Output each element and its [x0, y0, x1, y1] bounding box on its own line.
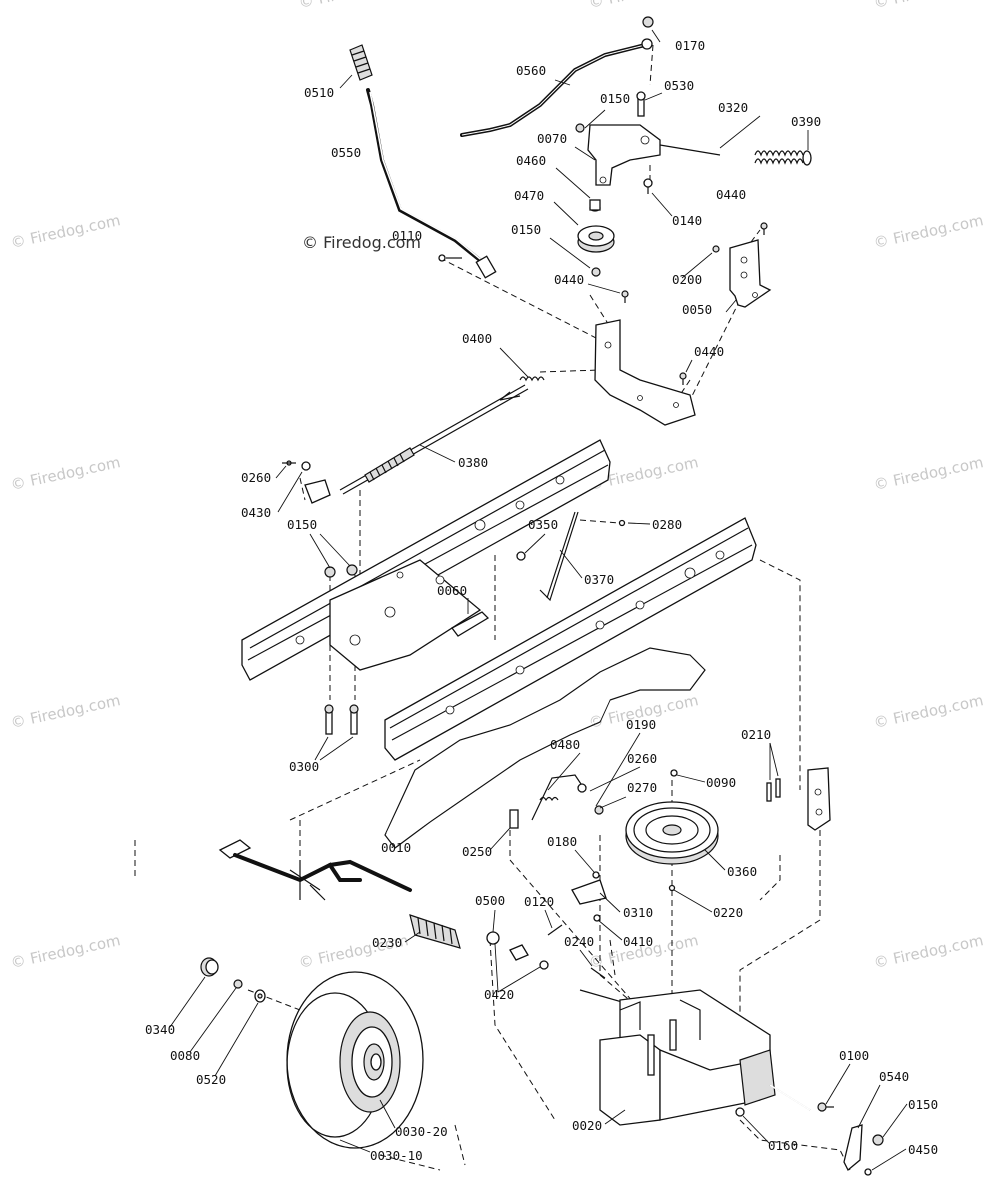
- part-label-0280: 0280: [652, 517, 682, 532]
- part-label-0170: 0170: [675, 38, 705, 53]
- bellcrank-0070: [575, 91, 812, 186]
- part-label-0140: 0140: [672, 213, 702, 228]
- leader-lines: [169, 29, 908, 1171]
- watermark-layer: © Firedog.com © Firedog.com © Firedog.com ©…: [9, 0, 985, 972]
- watermark-text: © Firedog.com: [872, 0, 985, 12]
- part-label-0370: 0370: [584, 572, 614, 587]
- bolts-0300: [324, 704, 359, 735]
- part-label-0100: 0100: [839, 1048, 869, 1063]
- part-label-0440: 0440: [694, 344, 724, 359]
- mount-plate: [594, 290, 696, 426]
- spring-on-rod: [364, 447, 415, 483]
- watermark-text: © Firedog.com: [9, 453, 122, 494]
- part-label-0260: 0260: [627, 751, 657, 766]
- part-label-0530: 0530: [664, 78, 694, 93]
- part-label-0360: 0360: [727, 864, 757, 879]
- drive-belt-0010: [384, 647, 706, 849]
- part-label-0460: 0460: [516, 153, 546, 168]
- part-label-0010: 0010: [381, 840, 411, 855]
- part-label-0390: 0390: [791, 114, 821, 129]
- pedal-grip-0230: [409, 914, 461, 949]
- watermark-text: © Firedog.com: [297, 0, 410, 12]
- idler-pulley-0470: [577, 178, 653, 277]
- part-label-0550: 0550: [331, 145, 361, 160]
- part-label-0420: 0420: [484, 987, 514, 1002]
- copyright-stamp: © Firedog.com: [302, 233, 421, 252]
- part-label-0090: 0090: [706, 775, 736, 790]
- bracket-0050: [712, 222, 772, 308]
- part-label-0440: 0440: [716, 187, 746, 202]
- watermark-text: © Firedog.com: [587, 0, 700, 12]
- watermark-text: © Firedog.com: [872, 931, 985, 972]
- part-label-0380: 0380: [458, 455, 488, 470]
- part-label-0410: 0410: [623, 934, 653, 949]
- rod-0560: [460, 16, 654, 137]
- pulley-0360: [625, 769, 719, 865]
- part-label-0430: 0430: [241, 505, 271, 520]
- part-label-0240: 0240: [564, 934, 594, 949]
- part-label-0060: 0060: [437, 583, 467, 598]
- part-label-0080: 0080: [170, 1048, 200, 1063]
- part-label-0030-20: 0030-20: [395, 1124, 448, 1139]
- small-parts-mid: [451, 511, 626, 637]
- part-label-0450: 0450: [908, 1142, 938, 1157]
- part-label-0440: 0440: [554, 272, 584, 287]
- wheel-0030: [286, 971, 424, 1149]
- part-label-0270: 0270: [627, 780, 657, 795]
- watermark-text: © Firedog.com: [9, 931, 122, 972]
- part-label-0030-10: 0030-10: [370, 1148, 423, 1163]
- part-label-0560: 0560: [516, 63, 546, 78]
- shift-lever-assembly: [349, 44, 497, 279]
- part-label-0120: 0120: [524, 894, 554, 909]
- small-brackets: [486, 871, 676, 979]
- part-label-0200: 0200: [672, 272, 702, 287]
- part-label-0050: 0050: [682, 302, 712, 317]
- watermark-text: © Firedog.com: [872, 211, 985, 252]
- part-label-0300: 0300: [289, 759, 319, 774]
- watermark-text: © Firedog.com: [9, 211, 122, 252]
- spring-0390: [754, 150, 812, 166]
- part-label-0310: 0310: [623, 905, 653, 920]
- frame-rail-right: [384, 517, 757, 761]
- part-label-0150: 0150: [600, 91, 630, 106]
- part-label-0150: 0150: [287, 517, 317, 532]
- hub-parts: [200, 957, 266, 1003]
- part-label-0260: 0260: [241, 470, 271, 485]
- grip-0510: [349, 44, 373, 81]
- part-label-0180: 0180: [547, 834, 577, 849]
- bracket-0210: [766, 767, 831, 831]
- rod-0380: [282, 376, 545, 504]
- part-label-0190: 0190: [626, 717, 656, 732]
- part-label-0500: 0500: [475, 893, 505, 908]
- watermark-text: © Firedog.com: [9, 691, 122, 732]
- part-label-0480: 0480: [550, 737, 580, 752]
- brake-linkage: [509, 774, 604, 829]
- part-label-0540: 0540: [879, 1069, 909, 1084]
- part-label-0320: 0320: [718, 100, 748, 115]
- part-label-0520: 0520: [196, 1072, 226, 1087]
- part-label-0340: 0340: [145, 1022, 175, 1037]
- frame-rail-left: [241, 439, 611, 681]
- watermark-text: © Firedog.com: [872, 453, 985, 494]
- part-label-0470: 0470: [514, 188, 544, 203]
- part-label-0070: 0070: [537, 131, 567, 146]
- part-label-0510: 0510: [304, 85, 334, 100]
- part-label-0230: 0230: [372, 935, 402, 950]
- transaxle-0020: [579, 989, 811, 1126]
- watermark-text: © Firedog.com: [872, 691, 985, 732]
- shift-axle: [218, 839, 461, 949]
- part-label-0110: 0110: [392, 228, 422, 243]
- part-label-0020: 0020: [572, 1118, 602, 1133]
- part-label-0160: 0160: [768, 1138, 798, 1153]
- part-number-labels: 0170 0510 0560 0530 0150 0320 0390 0550 0070 0460…: [145, 38, 938, 1163]
- part-label-0400: 0400: [462, 331, 492, 346]
- part-label-0150: 0150: [511, 222, 541, 237]
- part-label-0210: 0210: [741, 727, 771, 742]
- part-label-0250: 0250: [462, 844, 492, 859]
- right-hardware: [817, 1102, 884, 1176]
- part-label-0150: 0150: [908, 1097, 938, 1112]
- part-label-0350: 0350: [528, 517, 558, 532]
- part-label-0220: 0220: [713, 905, 743, 920]
